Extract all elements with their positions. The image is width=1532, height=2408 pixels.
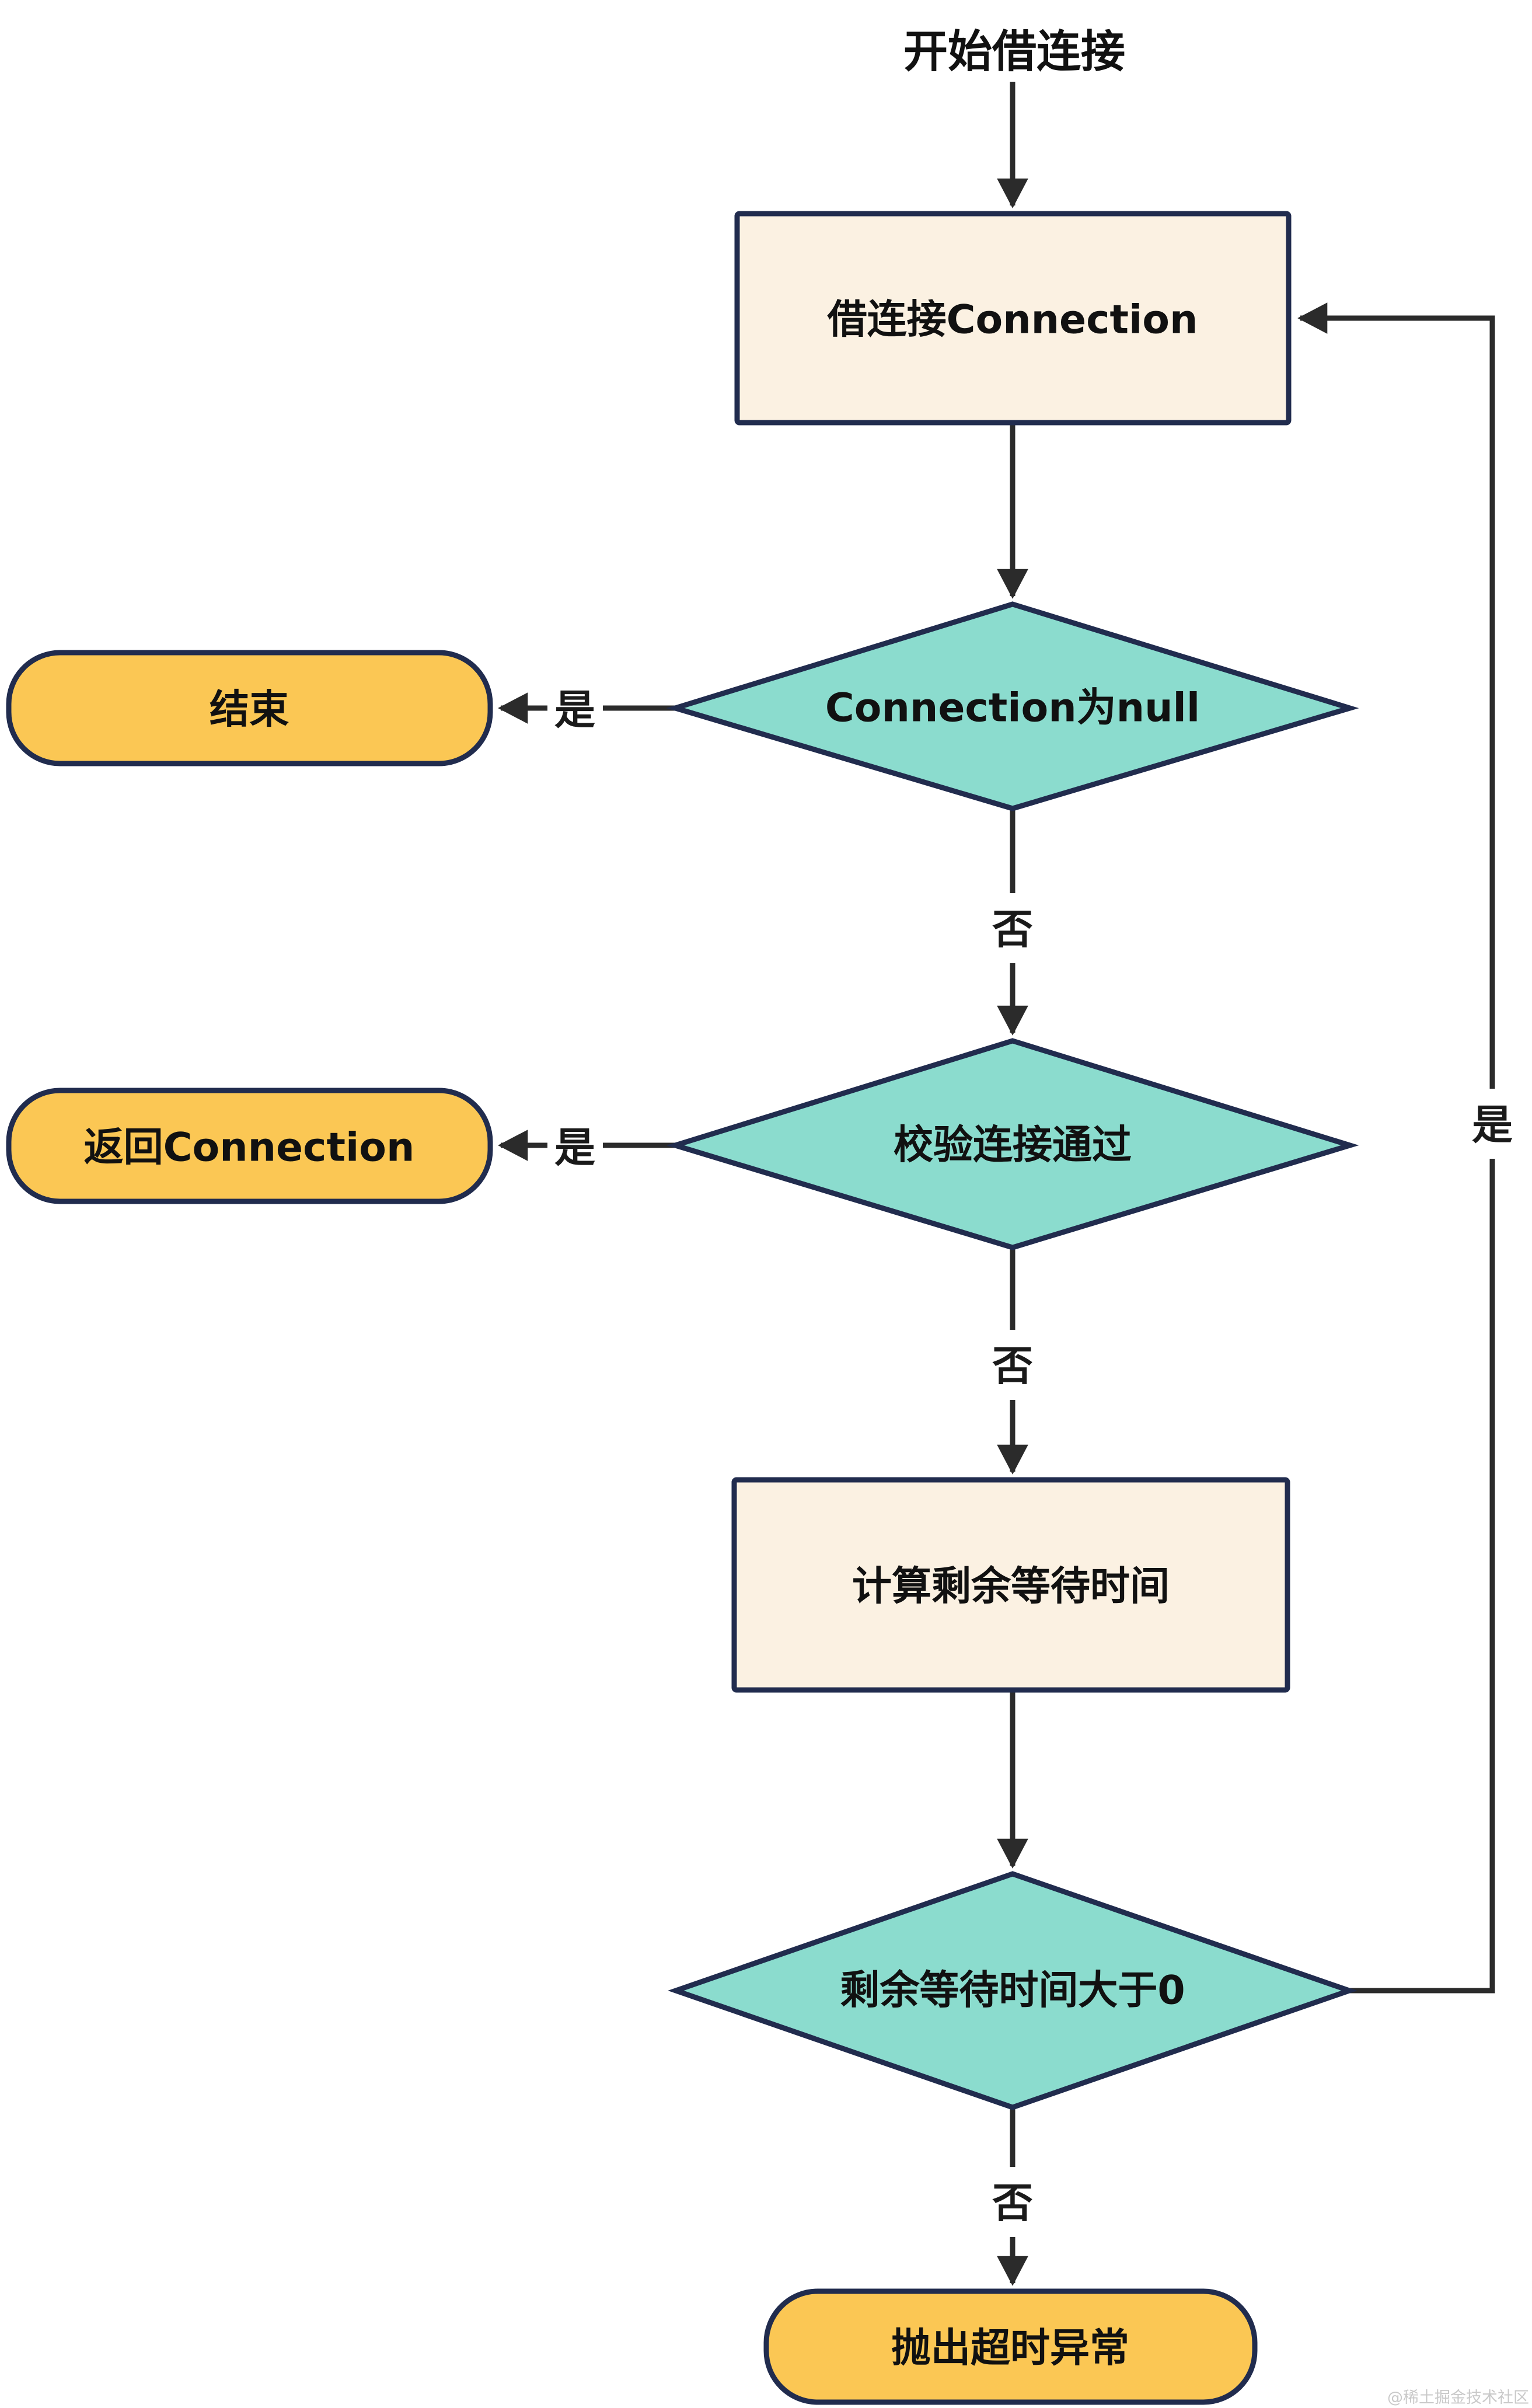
nodes: 开始借连接 借连接Connection Connection为null 结束 校… [6, 26, 1359, 2405]
process-calc-wait-time-label: 计算剩余等待时间 [852, 1564, 1170, 1610]
decision-validate-connection-label: 校验连接通过 [894, 1123, 1132, 1169]
terminal-return-connection [6, 1088, 493, 1204]
edge-label-bg [983, 2167, 1042, 2237]
edge-label-no-1: 否 [992, 905, 1033, 953]
process-borrow-connection-label: 借连接Connection [827, 297, 1198, 343]
decision-remaining-wait-gt0-label: 剩余等待时间大于0 [840, 1968, 1185, 2014]
edge-label-bg [547, 1114, 603, 1178]
edge-label-bg [983, 893, 1042, 963]
terminal-end [6, 650, 493, 766]
process-borrow-connection [734, 211, 1292, 426]
decision-validate-connection [666, 1038, 1359, 1250]
terminal-throw-timeout-label: 抛出超时异常 [891, 2326, 1129, 2372]
process-calc-wait-time [731, 1477, 1290, 1693]
start-label: 开始借连接 [903, 26, 1125, 78]
decision-connection-null-label: Connection为null [825, 685, 1200, 731]
terminal-end-label: 结束 [210, 687, 289, 733]
edge-label-yes-feedback: 是 [1472, 1101, 1513, 1149]
watermark-text: @稀土掘金技术社区 [1387, 2389, 1529, 2407]
edge-label-bg [547, 676, 603, 740]
decision-remaining-wait-gt0 [668, 1871, 1357, 2110]
edge-label-bg [1463, 1089, 1521, 1159]
edge-label-yes-1: 是 [554, 686, 595, 734]
edge-label-no-3: 否 [992, 2179, 1033, 2227]
edge-label-bg [983, 1330, 1042, 1400]
edge-label-no-2: 否 [992, 1342, 1033, 1390]
terminal-throw-timeout [763, 2288, 1258, 2405]
decision-connection-null [666, 601, 1359, 811]
edge-labels: 是 否 是 否 是 否 [547, 676, 1521, 2237]
terminal-return-connection-label: 返回Connection [84, 1125, 415, 1171]
edge-label-yes-2: 是 [554, 1124, 595, 1172]
